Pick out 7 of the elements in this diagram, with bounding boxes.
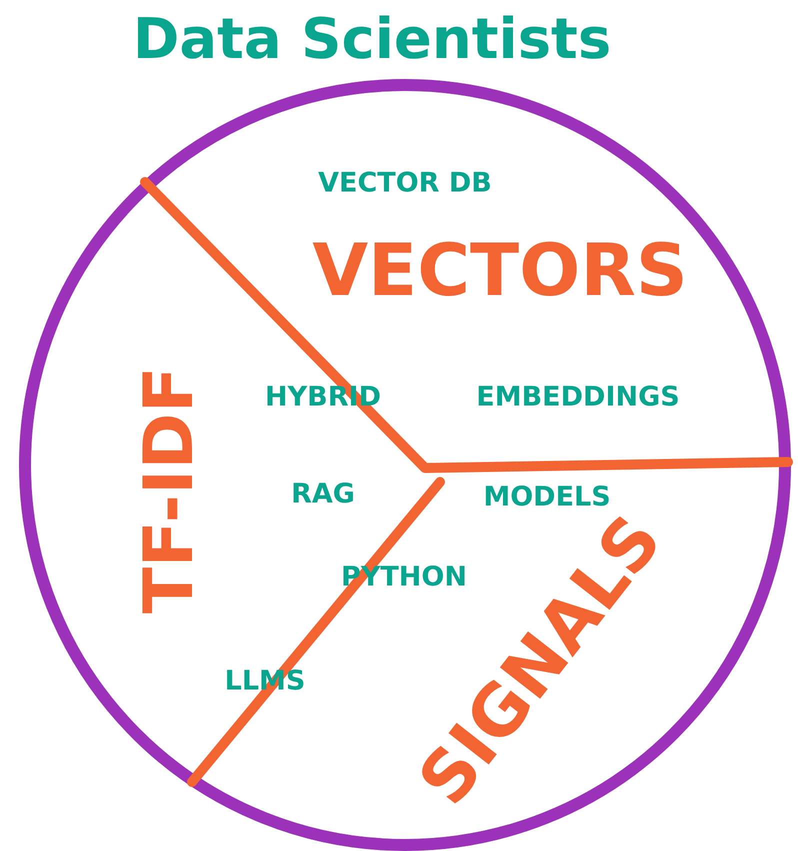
term-label: RAG bbox=[291, 480, 355, 508]
term-label: VECTOR DB bbox=[318, 170, 492, 196]
title: Data Scientists bbox=[132, 12, 612, 68]
term-label: MODELS bbox=[483, 484, 611, 510]
term-label: EMBEDDINGS bbox=[476, 384, 680, 410]
sector-heading: TF-IDF bbox=[136, 366, 204, 614]
sector-heading: VECTORS bbox=[312, 234, 688, 306]
